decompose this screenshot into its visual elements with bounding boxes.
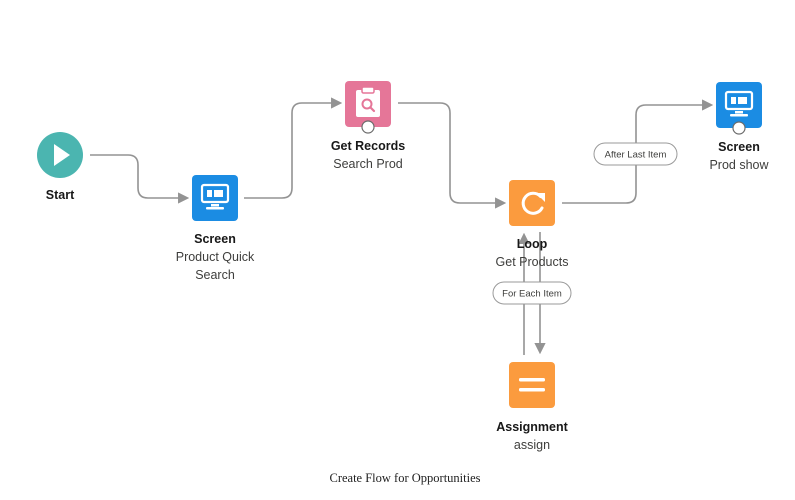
refresh-icon [521,191,545,215]
for-each-item-pill [492,281,572,305]
get-records-connector-handle[interactable] [361,120,375,134]
play-icon [54,144,70,166]
get-records-node[interactable]: Get Records Search Prod [331,81,405,171]
get-records-subtitle: Search Prod [333,157,403,171]
screen-connector-handle[interactable] [732,121,746,135]
screen-node-subtitle-line2: Search [195,268,235,282]
screen-node-title: Screen [718,140,760,154]
connector-screen-to-get-records[interactable] [244,97,343,199]
screen-node-box [192,175,238,221]
after-last-item-label[interactable]: After Last Item [593,142,678,166]
monitor-icon [724,90,754,117]
screen-node-subtitle: Prod show [709,158,769,172]
loop-box [509,180,555,226]
assignment-node[interactable]: Assignment assign [496,362,569,452]
connector-get-records-to-loop[interactable] [398,102,507,209]
assignment-box [509,362,555,408]
loop-title: Loop [517,237,548,251]
after-last-item-text: After Last Item [605,150,667,161]
for-each-item-text: For Each Item [502,289,562,300]
loop-subtitle: Get Products [496,255,569,269]
clipboard-search-icon [356,86,380,117]
after-last-item-pill [593,142,678,166]
monitor-icon [200,183,230,210]
screen-node-product-quick-search[interactable]: Screen Product Quick Search [176,175,255,282]
figure-caption: Create Flow for Opportunities [329,471,480,485]
assignment-subtitle: assign [514,438,550,452]
equals-icon [519,378,545,392]
start-title: Start [46,188,75,202]
loop-node[interactable]: Loop Get Products [496,180,569,269]
connector-start-to-screen[interactable] [90,154,190,204]
screen-node-prod-show[interactable]: Screen Prod show [709,82,769,172]
screen-node-box [716,82,762,128]
screen-node-title: Screen [194,232,236,246]
for-each-item-label[interactable]: For Each Item [492,281,572,305]
screen-node-subtitle-line1: Product Quick [176,250,255,264]
get-records-title: Get Records [331,139,405,153]
start-node[interactable]: Start [37,132,83,202]
assignment-title: Assignment [496,420,568,434]
